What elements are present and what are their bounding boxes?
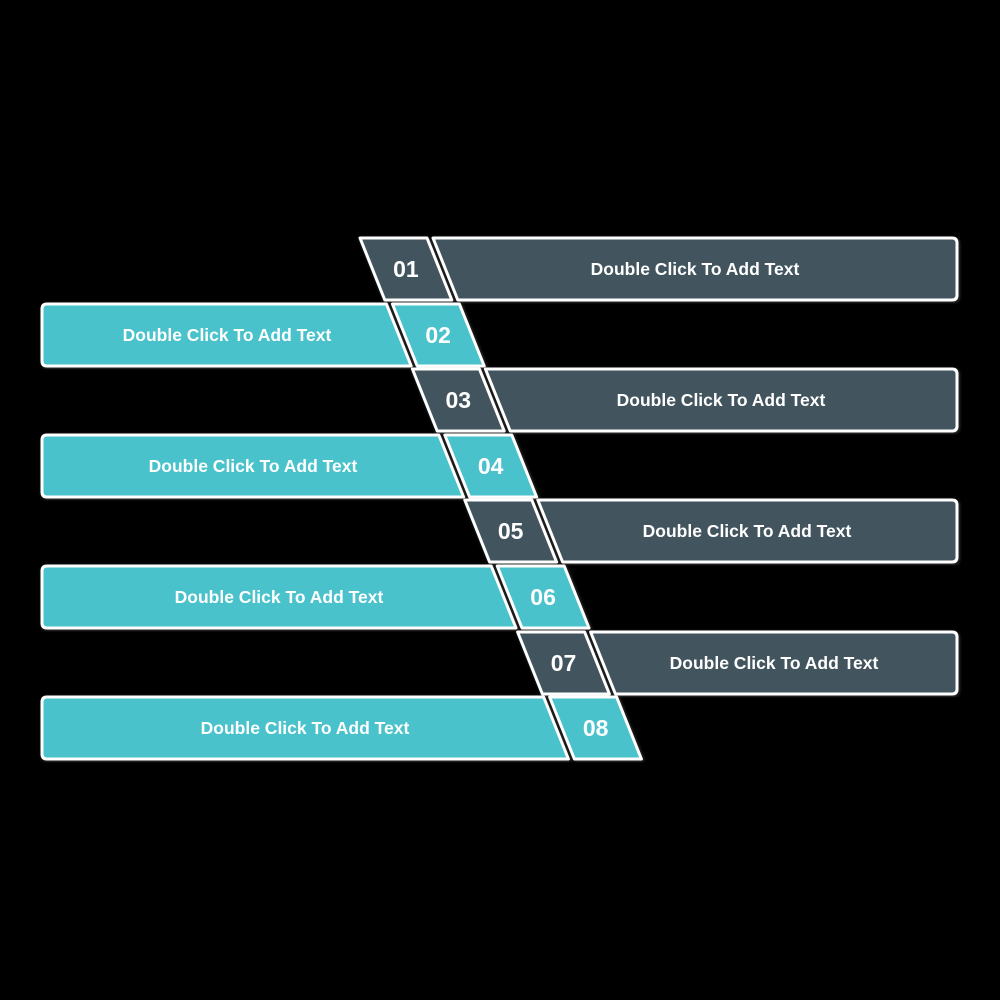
- step-08-number-cell[interactable]: [548, 695, 643, 761]
- step-01-text-bar[interactable]: [431, 236, 959, 302]
- step-03-label[interactable]: Double Click To Add Text: [617, 390, 826, 410]
- step-05-label[interactable]: Double Click To Add Text: [643, 521, 852, 541]
- step-05-number-cell[interactable]: [463, 498, 559, 564]
- step-row-08: 08 Double Click To Add Text: [40, 695, 643, 761]
- step-01-label[interactable]: Double Click To Add Text: [591, 259, 800, 279]
- step-06-text-bar[interactable]: [40, 564, 518, 630]
- step-02-number: 02: [425, 322, 451, 348]
- step-07-number: 07: [551, 650, 577, 676]
- step-08-number: 08: [583, 715, 609, 741]
- step-06-number-cell[interactable]: [495, 564, 591, 630]
- step-row-03: 03 Double Click To Add Text: [410, 367, 959, 433]
- step-01-number-cell[interactable]: [358, 236, 454, 302]
- step-06-label[interactable]: Double Click To Add Text: [175, 587, 384, 607]
- step-02-text-bar[interactable]: [40, 302, 413, 368]
- step-row-04: 04 Double Click To Add Text: [40, 433, 539, 499]
- step-05-text-bar[interactable]: [536, 498, 959, 564]
- step-08-text-bar[interactable]: [40, 695, 570, 761]
- step-row-01: 01 Double Click To Add Text: [358, 236, 959, 302]
- step-04-number-cell[interactable]: [443, 433, 539, 499]
- step-07-text-bar[interactable]: [589, 630, 959, 696]
- step-04-text-bar[interactable]: [40, 433, 466, 499]
- step-06-number: 06: [530, 584, 556, 610]
- step-03-number: 03: [446, 387, 472, 413]
- step-08-label[interactable]: Double Click To Add Text: [201, 718, 410, 738]
- step-row-05: 05 Double Click To Add Text: [463, 498, 959, 564]
- step-03-number-cell[interactable]: [410, 367, 506, 433]
- step-row-06: 06 Double Click To Add Text: [40, 564, 591, 630]
- step-04-label[interactable]: Double Click To Add Text: [149, 456, 358, 476]
- step-03-text-bar[interactable]: [483, 367, 959, 433]
- step-04-number: 04: [478, 453, 504, 479]
- step-05-number: 05: [498, 518, 524, 544]
- step-row-02: 02 Double Click To Add Text: [40, 302, 486, 368]
- step-row-07: 07 Double Click To Add Text: [516, 630, 959, 696]
- step-01-number: 01: [393, 256, 419, 282]
- step-07-number-cell[interactable]: [516, 630, 611, 696]
- step-07-label[interactable]: Double Click To Add Text: [670, 653, 879, 673]
- step-02-label[interactable]: Double Click To Add Text: [123, 325, 332, 345]
- step-02-number-cell[interactable]: [390, 302, 486, 368]
